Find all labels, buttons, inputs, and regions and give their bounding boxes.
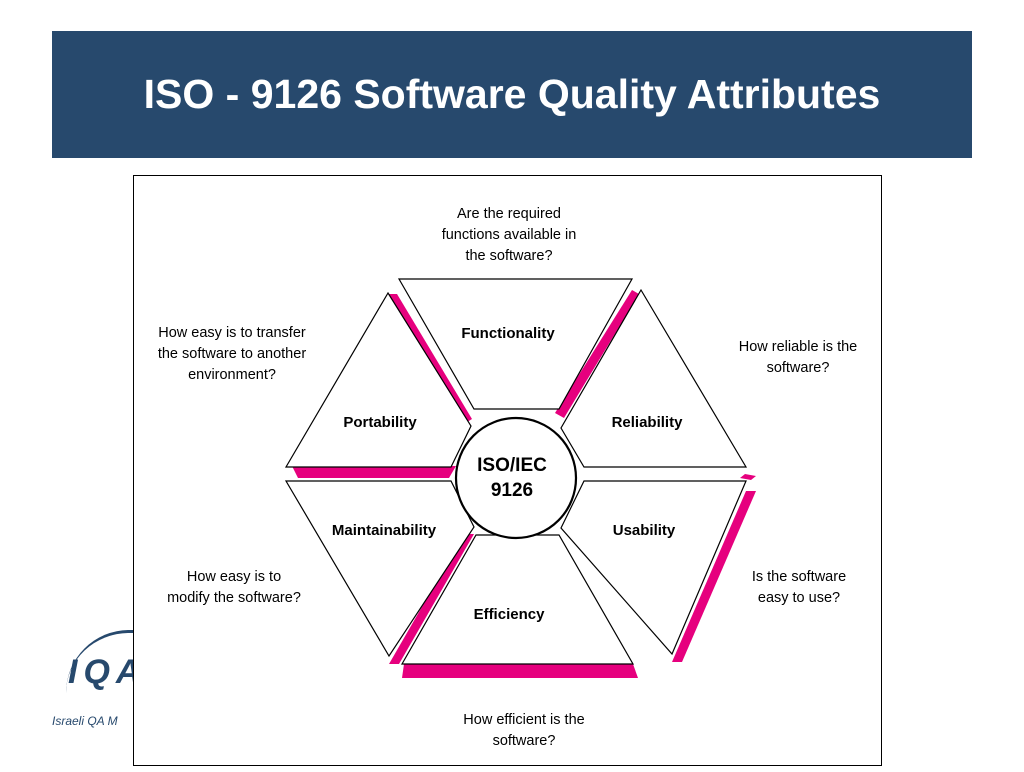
- title-bar: ISO - 9126 Software Quality Attributes: [52, 31, 972, 158]
- iqa-logo: IQA Israeli QA M: [48, 628, 138, 738]
- question-efficiency-line: software?: [493, 733, 556, 749]
- label-reliability: Reliability: [612, 414, 684, 431]
- shadow-group: [292, 290, 756, 678]
- logo-subtitle: Israeli QA M: [52, 714, 118, 728]
- center-label-line2: 9126: [491, 480, 533, 501]
- segment-usability: [560, 480, 747, 656]
- shadow-usability: [672, 491, 756, 662]
- question-efficiency-line: How efficient is the: [463, 712, 584, 728]
- question-functionality-line: functions available in: [442, 227, 577, 243]
- question-portability: How easy is to transfer the software to …: [158, 325, 306, 383]
- question-usability-line: easy to use?: [758, 590, 840, 606]
- question-maintainability: How easy is to modify the software?: [167, 569, 301, 606]
- question-reliability-line: How reliable is the: [739, 339, 857, 355]
- shadow-maintainability: [389, 534, 474, 664]
- slide-title: ISO - 9126 Software Quality Attributes: [143, 71, 881, 117]
- shadow-functionality: [555, 290, 639, 418]
- segment-functionality: [397, 278, 634, 410]
- label-functionality: Functionality: [461, 325, 555, 342]
- segment-portability: [284, 291, 472, 468]
- segments-group: [284, 278, 748, 665]
- question-functionality: Are the required functions available in …: [442, 206, 577, 264]
- shadow-efficiency: [402, 664, 638, 678]
- question-maintainability-line: modify the software?: [167, 590, 301, 606]
- shadow-portability: [292, 466, 456, 478]
- question-portability-line: environment?: [188, 367, 276, 383]
- question-efficiency: How efficient is the software?: [463, 712, 584, 749]
- question-reliability: How reliable is the software?: [739, 339, 857, 376]
- label-efficiency: Efficiency: [474, 606, 546, 623]
- question-maintainability-line: How easy is to: [187, 569, 281, 585]
- shadow-reliability: [740, 474, 756, 480]
- question-usability-line: Is the software: [752, 569, 846, 585]
- shadow-portability-edge: [389, 294, 472, 424]
- label-usability: Usability: [613, 522, 676, 539]
- center-circle: [454, 416, 578, 540]
- center-label-line1: ISO/IEC: [477, 455, 547, 476]
- label-maintainability: Maintainability: [332, 522, 437, 539]
- label-portability: Portability: [343, 414, 417, 431]
- question-portability-line: the software to another: [158, 346, 306, 362]
- question-usability: Is the software easy to use?: [752, 569, 846, 606]
- question-functionality-line: Are the required: [457, 206, 561, 222]
- question-portability-line: How easy is to transfer: [158, 325, 306, 341]
- question-functionality-line: the software?: [465, 248, 552, 264]
- segment-reliability: [560, 288, 748, 468]
- question-reliability-line: software?: [767, 360, 830, 376]
- segment-maintainability: [284, 480, 475, 658]
- hexagon-diagram-svg: ISO/IEC 9126 Functionality Reliability U…: [158, 206, 857, 749]
- quality-attributes-diagram: ISO/IEC 9126 Functionality Reliability U…: [133, 175, 882, 766]
- logo-letters: IQA: [68, 653, 138, 691]
